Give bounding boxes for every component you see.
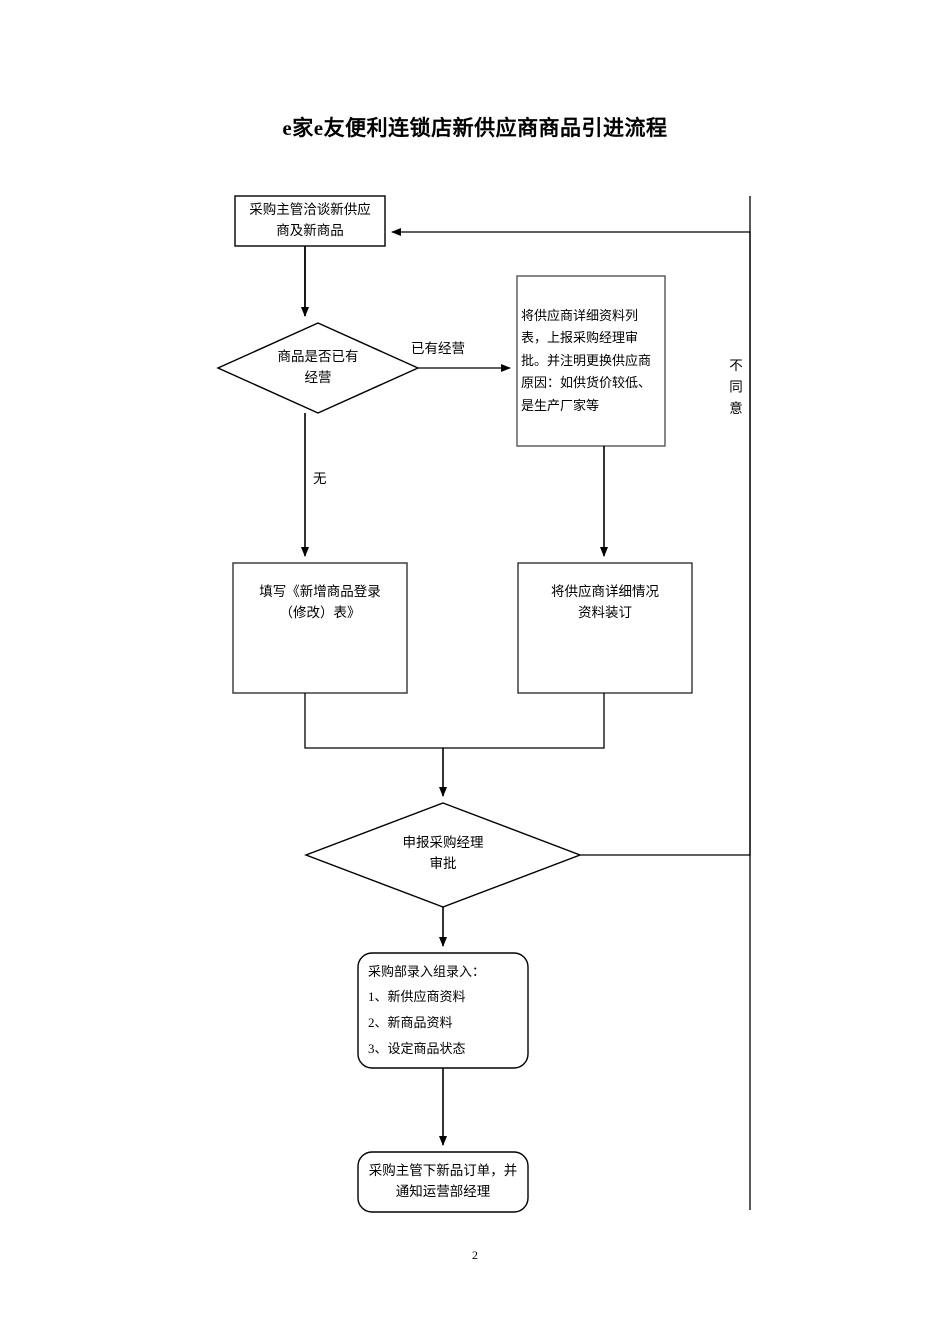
page-title: e家e友便利连锁店新供应商商品引进流程: [282, 116, 668, 140]
node-bind-docs-shape: [517, 562, 693, 694]
edge-merge-right-branch: [443, 693, 605, 749]
node-place-order-shape: [357, 1151, 529, 1213]
node-new-item-form-shape: [232, 562, 408, 694]
page-number: 2: [472, 1248, 478, 1262]
node-intake-shape: [234, 195, 386, 247]
node-decision-approval-shape: [304, 802, 582, 908]
node-decision-existing-shape: [216, 322, 420, 414]
edge-merge-left-branch: [304, 693, 443, 749]
node-supplier-list-shape: [516, 275, 666, 447]
node-data-entry-shape: [357, 952, 529, 1069]
